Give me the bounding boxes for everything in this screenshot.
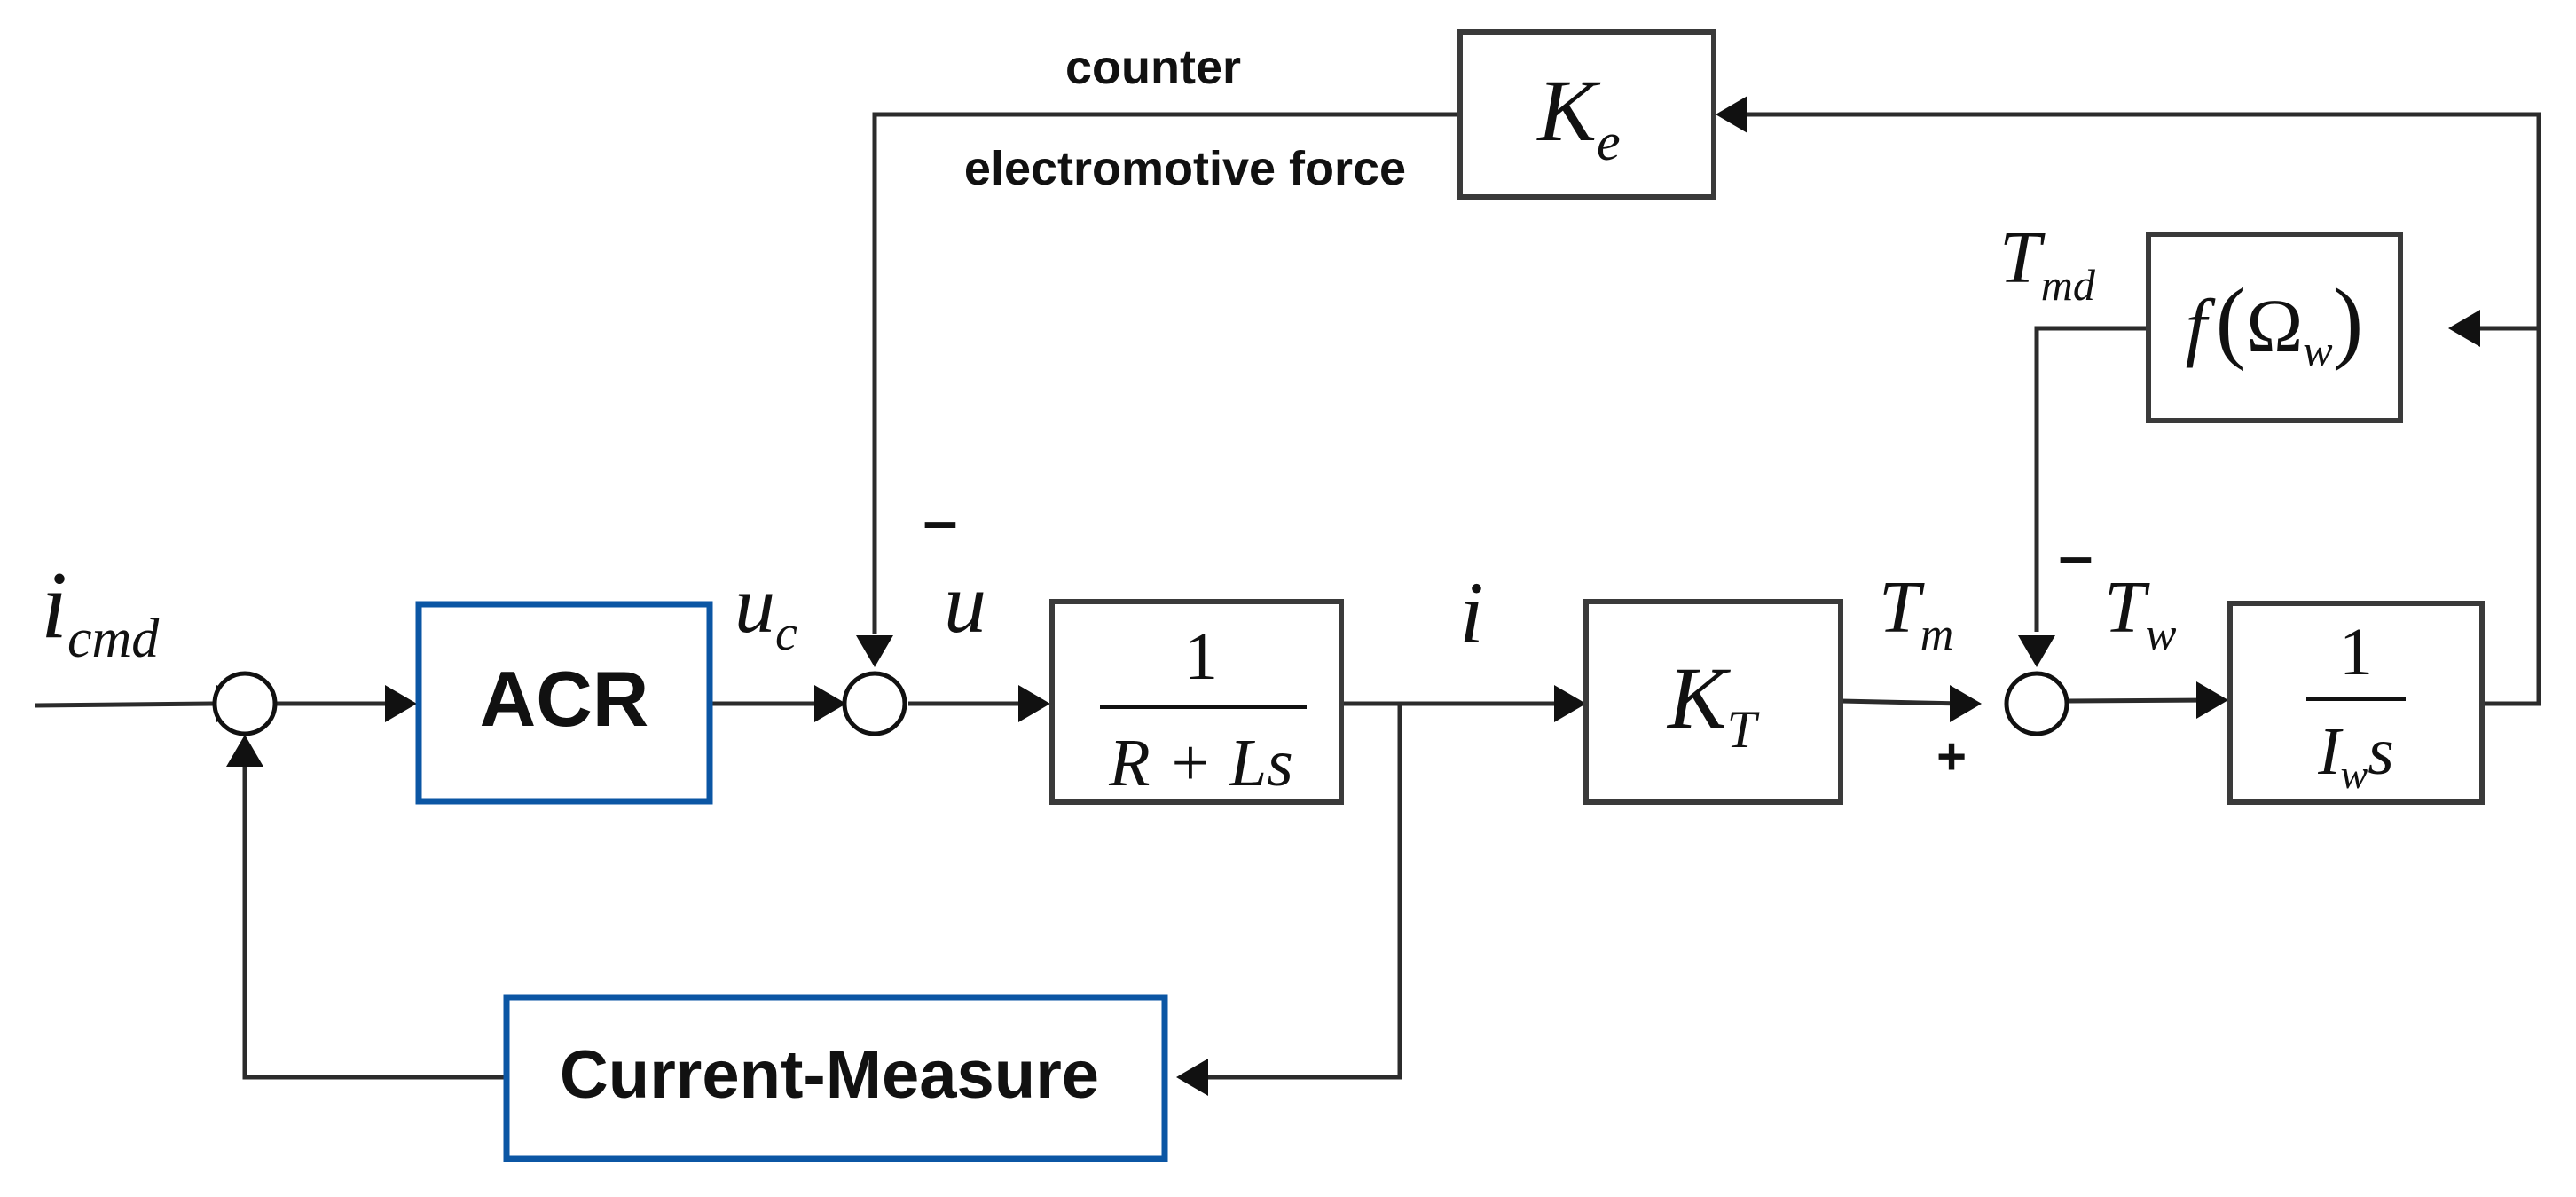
arrow-into-acr: [385, 685, 417, 722]
sum-junction-2: [842, 671, 907, 736]
acr-block: ACR: [415, 601, 713, 805]
signal-lines: [35, 112, 2541, 1080]
arrow-into-sum3-top: [2018, 635, 2055, 667]
plant-numerator: 1: [1184, 619, 1218, 694]
inertia-den-main: I: [2317, 714, 2344, 789]
back-emf-annotation-line2: electromotive force: [964, 142, 1406, 195]
signal-tw-label: Tw: [2104, 566, 2177, 660]
arrow-into-sum2: [814, 685, 846, 722]
arrow-into-sum1-bottom: [226, 735, 263, 767]
signal-tm-main: T: [1879, 566, 1925, 649]
signal-tm-sub: m: [1920, 610, 1954, 660]
inertia-block: 1 Iws: [2227, 601, 2485, 805]
input-label: icmd: [41, 553, 160, 669]
f-omega-rparen: ): [2333, 270, 2364, 372]
acr-label: ACR: [480, 655, 649, 743]
ke-sub: e: [1597, 113, 1621, 171]
inertia-denominator: Iws: [2317, 714, 2394, 797]
kt-sub: T: [1727, 700, 1760, 759]
sum-junction-1: [212, 671, 278, 736]
current-measure-label: Current-Measure: [560, 1037, 1099, 1113]
signal-tw-sub: w: [2146, 610, 2177, 660]
kt-label: KT: [1666, 649, 1760, 759]
wire-sum3-inertia: [2067, 697, 2212, 704]
ke-block: Ke: [1457, 29, 1716, 200]
signal-tw-main: T: [2104, 566, 2150, 649]
wire-kt-sum3: [1840, 698, 1963, 706]
signal-i-label: i: [1459, 563, 1484, 662]
f-omega-block: f(Ωw): [2146, 232, 2403, 423]
ke-main: K: [1535, 61, 1600, 160]
signal-tm-label: Tm: [1879, 566, 1953, 660]
ke-label: Ke: [1535, 61, 1620, 171]
signal-tmd-sub: md: [2041, 260, 2096, 310]
sum-junction-3: [2004, 671, 2069, 736]
arrow-into-sum2-top: [856, 635, 893, 667]
f-omega-sub: w: [2303, 326, 2332, 375]
wire-speed-feedback: [1737, 112, 2541, 706]
sum3-plus-sign: +: [1936, 728, 1967, 785]
sum3-minus-sign: –: [2059, 521, 2093, 590]
signal-tmd-main: T: [1999, 217, 2046, 299]
wire-back-emf: [872, 112, 1458, 634]
wire-current-feedback: [1196, 704, 1402, 1080]
f-omega-omega: Ω: [2246, 283, 2303, 368]
wire-input: [35, 701, 214, 708]
kt-block: KT: [1583, 599, 1843, 805]
arrow-into-sum3: [1950, 685, 1982, 722]
kt-main: K: [1666, 649, 1731, 747]
arrow-into-f: [2448, 310, 2480, 347]
f-omega-label: f(Ωw): [2186, 270, 2363, 375]
signal-uc-sub: c: [775, 606, 797, 661]
wire-tmd: [2034, 326, 2147, 632]
arrow-into-plant: [1018, 685, 1050, 722]
inertia-den-tail: s: [2368, 714, 2394, 789]
arrow-into-inertia: [2196, 681, 2228, 719]
arrow-into-kt: [1554, 685, 1586, 722]
f-omega-lparen: (: [2216, 270, 2247, 372]
input-main: i: [41, 553, 67, 658]
inertia-numerator: 1: [2339, 615, 2373, 689]
plant-block: 1 R + Ls: [1049, 599, 1344, 805]
inertia-den-sub: w: [2341, 752, 2368, 797]
back-emf-annotation-line1: counter: [1065, 41, 1241, 94]
arrow-into-measure: [1176, 1059, 1208, 1096]
signal-tmd-label: Tmd: [1999, 217, 2096, 310]
current-measure-block: Current-Measure: [503, 994, 1168, 1162]
signal-uc-label: uc: [734, 559, 797, 661]
signal-u-label: u: [944, 555, 986, 650]
signal-uc-main: u: [734, 559, 775, 650]
arrow-into-ke: [1716, 96, 1747, 133]
wire-measure-sum1: [242, 763, 507, 1080]
plant-denominator: R + Ls: [1108, 726, 1293, 800]
input-sub: cmd: [67, 609, 160, 669]
sum2-minus-sign: –: [923, 485, 958, 555]
